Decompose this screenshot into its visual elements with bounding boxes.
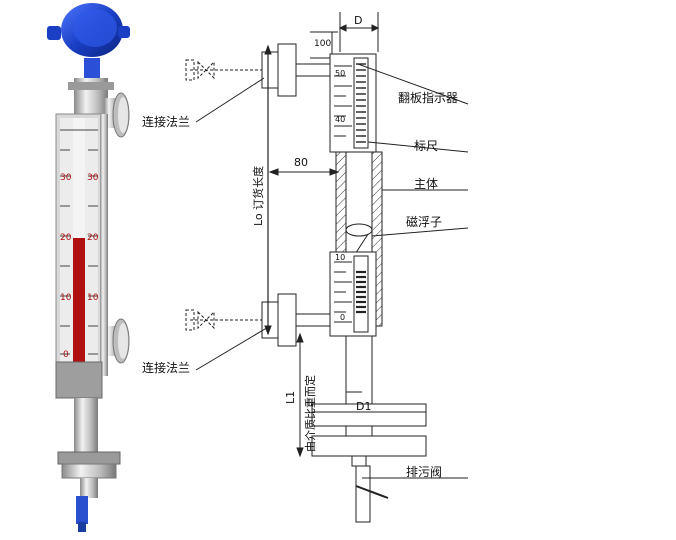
dim-l1-note: 由介质比重而定 [303, 375, 317, 452]
label-drain: 排污阀 [406, 465, 442, 479]
label-float: 磁浮子 [406, 214, 442, 229]
label-ruler: 标尺 [414, 139, 438, 153]
indicator-panel [55, 113, 103, 367]
photo-scale-right-10: 10 [87, 293, 99, 303]
label-flange-top: 连接法兰 [142, 114, 190, 129]
label-flange-bottom: 连接法兰 [142, 360, 190, 375]
photo-scale-left-0: 0 [63, 350, 69, 360]
dim-d1-label: D1 [356, 400, 371, 413]
technical-drawing [185, 12, 469, 523]
scale-0: 0 [340, 313, 345, 322]
dim-d-label: D [354, 14, 362, 27]
photo-scale-left-10: 10 [60, 293, 72, 303]
junction-head [47, 3, 130, 78]
photo-scale-right-30: 30 [87, 173, 99, 183]
scale-50: 50 [335, 69, 345, 78]
photo-scale-left-20: 20 [60, 233, 72, 243]
product-photo: 30 20 10 0 30 20 10 [47, 3, 130, 532]
photo-scale-left-30: 30 [60, 173, 72, 183]
scale-40: 40 [335, 115, 345, 124]
dim-l1-label: L1 [284, 391, 297, 404]
label-body: 主体 [414, 177, 438, 191]
photo-scale-right-20: 20 [87, 233, 99, 243]
dim-80-label: 80 [294, 156, 308, 169]
label-indicator: 翻板指示器 [398, 90, 458, 105]
dim-lo-label: Lo 订货长度 [251, 166, 265, 226]
dim-100-label: 100 [314, 39, 331, 49]
scale-10: 10 [335, 253, 345, 262]
